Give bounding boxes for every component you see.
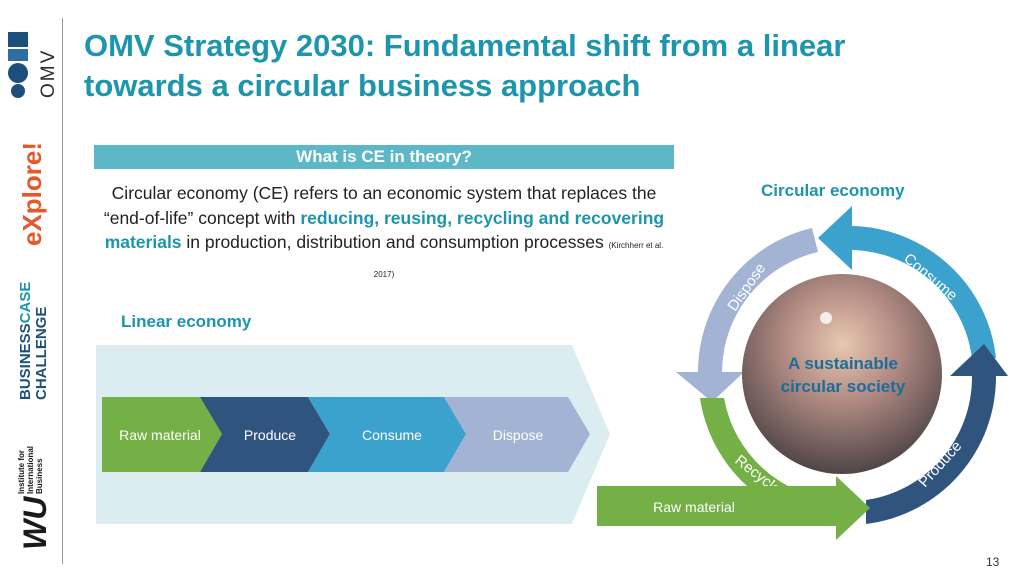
title-line2: towards a circular business approach [84,68,641,103]
linear-step-consume-label: Consume [362,427,422,443]
center-text-line2: circular society [781,377,906,396]
linear-step-dispose-label: Dispose [493,427,544,443]
business-case-challenge-logo: BUSINESSCASE CHALLENGE [17,282,50,400]
wu-logo-text: WU [17,496,50,550]
circular-economy-label: Circular economy [761,181,905,200]
theory-text: Circular economy (CE) refers to an econo… [94,181,674,287]
svg-text:BUSINESSCASE: BUSINESSCASE [17,282,34,400]
sidebar: OMV eXplore! BUSINESSCASE CHALLENGE Inst… [0,0,64,576]
bcc-logo-line1: BUSINESS [17,323,34,400]
raw-material-arrow [597,486,860,526]
iib-logo-line2: International [26,446,35,494]
wu-institute-logo: Institute for International Business WU [17,446,50,550]
cycle-arc-produce [866,344,1008,524]
bcc-logo-line2: CHALLENGE [33,307,50,400]
page-number: 13 [986,555,1000,569]
raw-material-arrow-label: Raw material [653,499,735,515]
center-text-line1: A sustainable [788,354,898,373]
theory-text-part2: in production, distribution and consumpt… [181,232,609,252]
omv-logo: OMV [8,32,59,98]
explore-logo-text: eXplore! [17,142,47,246]
bcc-logo-accent: CASE [17,282,34,324]
title-line1: OMV Strategy 2030: Fundamental shift fro… [84,28,846,63]
iib-logo-line3: Business [35,458,44,494]
linear-step-produce-label: Produce [244,427,296,443]
theory-highlight: reducing, reusing, recycling and recover… [104,207,665,253]
linear-step-consume: Consume [308,397,466,472]
sidebar-divider [62,18,63,564]
omv-logo-text: OMV [38,49,59,98]
cycle-arc-dispose [676,228,818,402]
linear-step-dispose: Dispose [444,397,590,472]
theory-text-part1: Circular economy (CE) refers to an econo… [103,183,657,228]
cycle-arc-consume [818,206,996,358]
citation: (Kirchherr et al. 2017) [373,241,664,279]
linear-economy-label: Linear economy [121,312,252,331]
iib-logo-line1: Institute for [17,450,26,494]
theory-header: What is CE in theory? [94,145,674,169]
center-image [742,274,942,474]
explore-logo: eXplore! [17,142,47,246]
linear-step-raw-material: Raw material [102,397,222,472]
linear-step-raw-material-label: Raw material [119,427,201,443]
page-title: OMV Strategy 2030: Fundamental shift fro… [84,26,984,106]
linear-step-produce: Produce [200,397,330,472]
